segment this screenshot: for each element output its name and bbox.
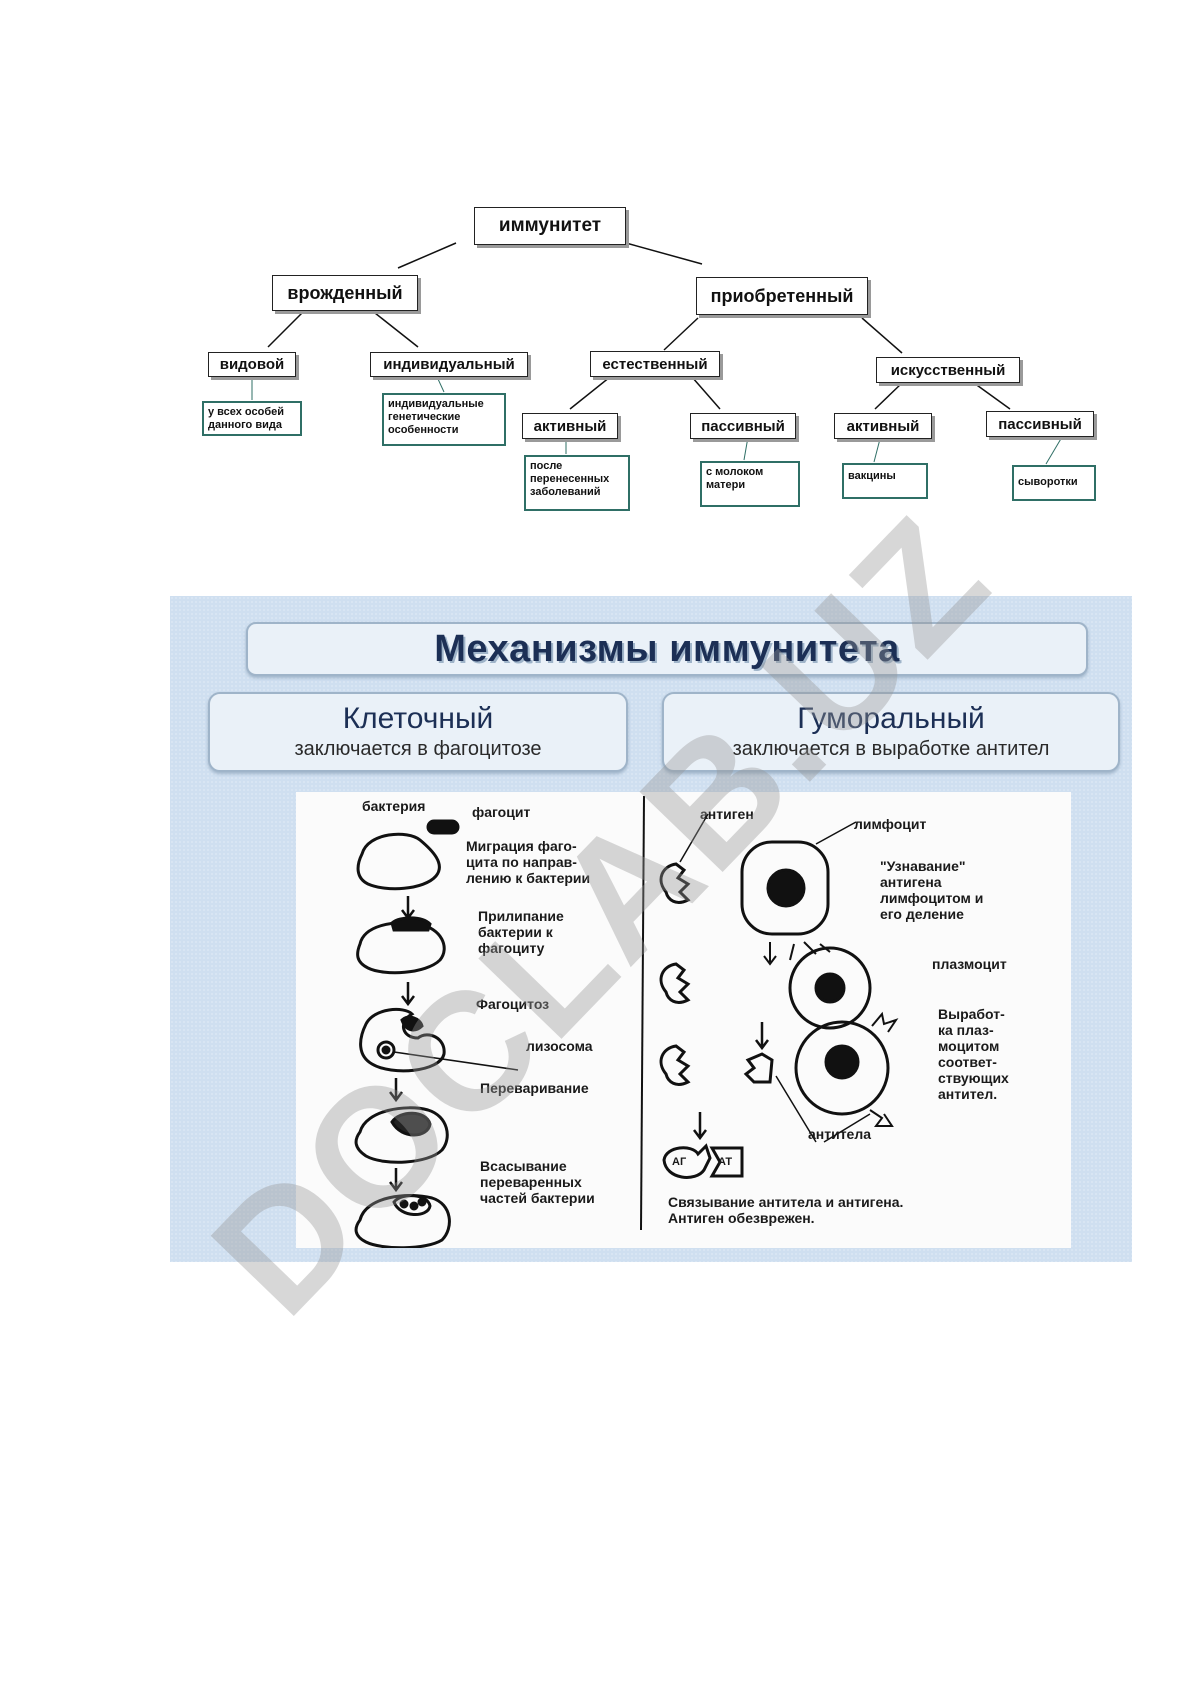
lymphocyte-nucleus (766, 868, 806, 908)
node-artificial-passive: пассивный (986, 411, 1094, 437)
humoral-box: Гуморальный заключается в выработке анти… (662, 692, 1120, 772)
mechanisms-title: Механизмы иммунитета (434, 627, 900, 670)
label-migration: Миграция фаго- цита по направ- лению к б… (466, 838, 591, 886)
label-lymphocyte: лимфоцит (854, 816, 927, 832)
arrow-3 (389, 1078, 403, 1103)
label-ag: АГ (672, 1156, 687, 1168)
cellular-description: заключается в фагоцитозе (294, 738, 542, 760)
node-artificial-active: активный (834, 413, 932, 439)
node-immunity: иммунитет (474, 207, 626, 245)
antigen-shape-2 (659, 962, 691, 1004)
node-individual: индивидуальный (370, 352, 528, 377)
leaf-natural-active: после перенесенных заболеваний (524, 455, 630, 511)
cellular-box: Клеточный заключается в фагоцитозе (208, 692, 628, 772)
producing-nucleus (824, 1044, 860, 1080)
division-arrows (763, 941, 831, 966)
humoral-description: заключается в выработке антител (732, 738, 1050, 760)
antigen-shape-1 (659, 862, 691, 904)
label-production: Выработ- ка плаз- моцитом соответ- ствую… (938, 1006, 1009, 1102)
label-recognition: "Узнавание" антигена лимфоцитом и его де… (880, 858, 984, 922)
adhered-bacterium (390, 916, 432, 932)
engulfed-bacterium (400, 1015, 424, 1032)
free-antibody (743, 1052, 774, 1084)
antibody-spikes (869, 1011, 899, 1127)
label-phagocytosis: Фагоцитоз (476, 996, 550, 1012)
panel-divider (640, 795, 645, 1231)
cellular-heading: Клеточный (342, 702, 494, 735)
plasmocyte-shape (788, 946, 872, 1030)
arrow-2 (401, 982, 415, 1007)
phagocyte-shape-4 (354, 1106, 449, 1164)
phagocyte-shape-1 (356, 832, 441, 891)
plasmocyte-nucleus (814, 972, 846, 1004)
label-plasmocyte: плазмоцит (932, 956, 1007, 972)
node-artificial: искусственный (876, 357, 1020, 383)
lymphocyte-shape (740, 840, 830, 936)
producing-plasmocyte (794, 1020, 890, 1116)
phagocyte-shape-5 (354, 1194, 451, 1248)
leaf-individual: индивидуальные генетические особенности (382, 393, 506, 446)
mechanisms-title-box: Механизмы иммунитета (246, 622, 1088, 676)
arrow-5 (755, 1022, 769, 1051)
label-at: АТ (718, 1156, 733, 1168)
node-acquired: приобретенный (696, 277, 868, 315)
node-species: видовой (208, 352, 296, 377)
leaf-species: у всех особей данного вида (202, 401, 302, 436)
phagocyte-shape-3 (359, 1007, 446, 1073)
label-digestion: Переваривание (480, 1080, 589, 1096)
label-lysosome: лизосома (526, 1038, 593, 1054)
arrow-6 (693, 1112, 707, 1141)
label-bacterium: бактерия (362, 798, 426, 814)
immunity-illustration: бактерия фагоцит Миграция фаго- цита по … (296, 792, 1071, 1248)
label-phagocyte: фагоцит (472, 804, 531, 820)
antigen-antibody-complex (662, 1143, 744, 1179)
node-natural: естественный (590, 351, 720, 377)
tree-connector-lines (251, 242, 1063, 465)
label-antigen: антиген (700, 806, 754, 822)
lysosome-shape (376, 1040, 396, 1060)
node-natural-active: активный (522, 413, 618, 439)
label-adhesion: Прилипание бактерии к фагоциту (478, 908, 564, 956)
antibody-pointer-2 (823, 1113, 871, 1143)
digesting-vacuole (390, 1111, 432, 1137)
label-antibodies: антитела (808, 1126, 872, 1142)
antibody-pointer-1 (775, 1075, 817, 1143)
label-absorption: Всасывание переваренных частей бактерии (480, 1158, 595, 1206)
illustration-drawing (354, 795, 899, 1248)
arrow-1 (401, 896, 415, 921)
arrow-4 (389, 1168, 403, 1193)
antigen-pointer (679, 813, 709, 863)
antigen-shape-3 (659, 1044, 691, 1086)
leaf-artificial-active: вакцины (842, 463, 928, 499)
humoral-heading: Гуморальный (797, 702, 985, 735)
node-natural-passive: пассивный (690, 413, 796, 439)
leaf-artificial-passive: сыворотки (1012, 465, 1096, 501)
bacterium-shape (426, 819, 460, 835)
node-innate: врожденный (272, 275, 418, 311)
lymphocyte-pointer (815, 821, 857, 845)
lysosome-pointer (393, 1051, 519, 1071)
label-binding: Связывание антитела и антигена. Антиген … (668, 1194, 904, 1226)
leaf-natural-passive: с молоком матери (700, 461, 800, 507)
